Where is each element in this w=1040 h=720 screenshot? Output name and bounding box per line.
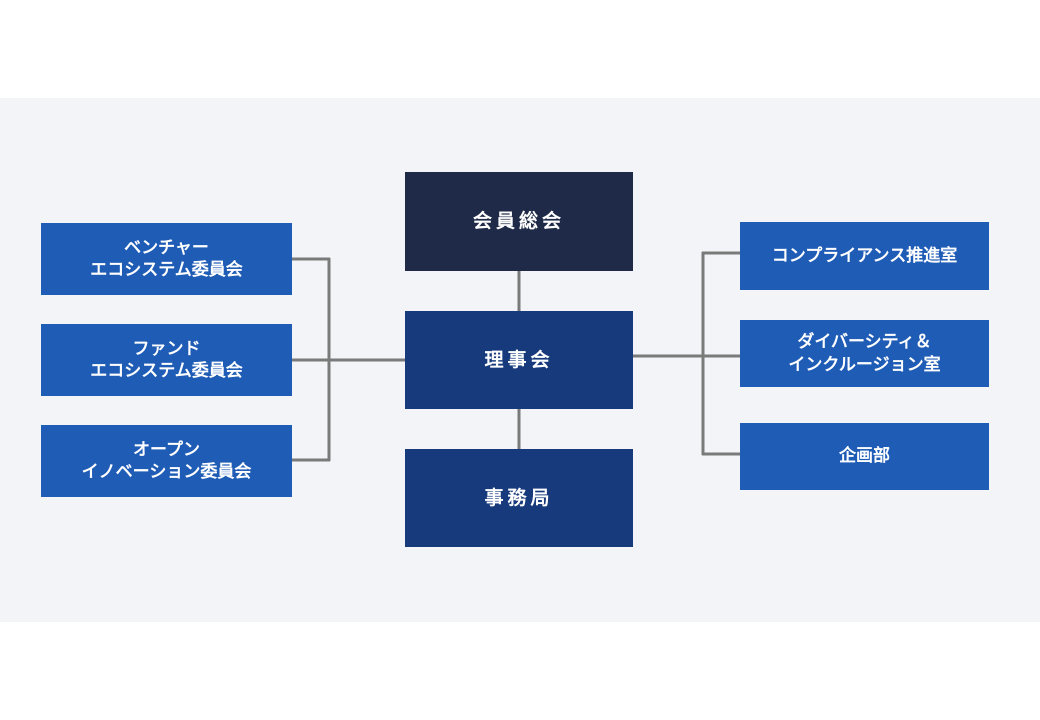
secretariat-box: 事務局 xyxy=(405,449,633,547)
committee-label: ベンチャー エコシステム委員会 xyxy=(90,237,243,280)
general-assembly-box: 会員総会 xyxy=(405,172,633,271)
committee-label: ファンド エコシステム委員会 xyxy=(90,338,243,381)
office-box-diversity: ダイバーシティ＆ インクルージョン室 xyxy=(740,320,989,387)
secretariat-label: 事務局 xyxy=(484,486,554,509)
office-box-planning: 企画部 xyxy=(740,423,989,490)
committee-box-venture: ベンチャー エコシステム委員会 xyxy=(41,223,292,295)
committee-box-open-innovation: オープン イノベーション委員会 xyxy=(41,425,292,497)
board-label: 理事会 xyxy=(484,348,554,371)
board-box: 理事会 xyxy=(405,311,633,409)
office-box-compliance: コンプライアンス推進室 xyxy=(740,222,989,290)
office-label: 企画部 xyxy=(839,446,890,467)
general-assembly-label: 会員総会 xyxy=(472,210,565,233)
committee-label: オープン イノベーション委員会 xyxy=(81,439,252,482)
office-label: ダイバーシティ＆ インクルージョン室 xyxy=(788,332,941,375)
committee-box-fund: ファンド エコシステム委員会 xyxy=(41,324,292,396)
office-label: コンプライアンス推進室 xyxy=(771,245,958,266)
